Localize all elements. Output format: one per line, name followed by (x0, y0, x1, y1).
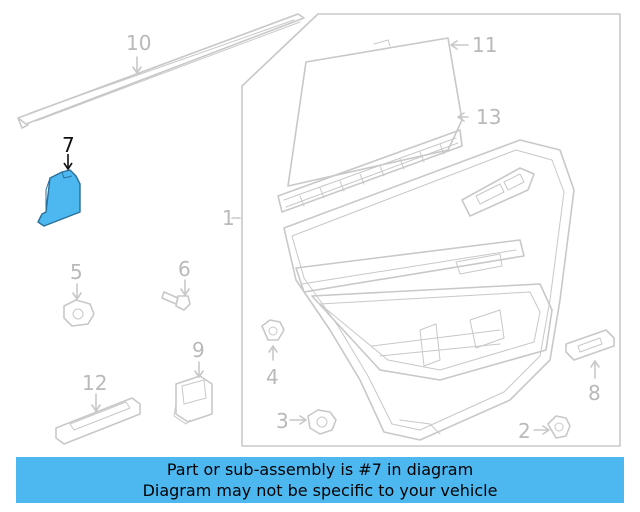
info-banner: Part or sub-assembly is #7 in diagram Di… (16, 457, 624, 503)
callout-13: 13 (476, 105, 501, 129)
banner-line-1: Part or sub-assembly is #7 in diagram (166, 460, 474, 479)
callout-10: 10 (126, 31, 151, 55)
part-8-switch-bezel (565, 329, 615, 379)
part-5-clip (63, 283, 95, 327)
part-12-switch-base (55, 393, 141, 445)
callout-11: 11 (472, 33, 497, 57)
callout-5: 5 (70, 260, 83, 284)
callout-4: 4 (266, 365, 279, 389)
part-4-clip (261, 319, 285, 361)
callout-12: 12 (82, 371, 107, 395)
part-7-trim-cap (37, 154, 81, 227)
callout-3: 3 (276, 409, 289, 433)
callout-2: 2 (518, 419, 531, 443)
callout-9: 9 (192, 338, 205, 362)
part-6-screw (161, 279, 191, 311)
callout-1: 1 (222, 206, 235, 230)
callout-7: 7 (62, 133, 75, 157)
parts-diagram: 10 11 13 7 1 5 6 9 4 8 12 3 2 (17, 13, 621, 447)
callout-8: 8 (588, 381, 601, 405)
banner-line-2: Diagram may not be specific to your vehi… (142, 481, 498, 500)
part-9-switch (173, 361, 213, 425)
part-13-channel (277, 112, 469, 213)
callout-6: 6 (178, 257, 191, 281)
part-3-clip (289, 409, 337, 435)
part-11-glass (287, 37, 469, 187)
door-frame (231, 13, 621, 447)
door-trim-panel (283, 139, 575, 441)
part-10-molding (17, 13, 305, 129)
part-2-clip (533, 415, 571, 439)
